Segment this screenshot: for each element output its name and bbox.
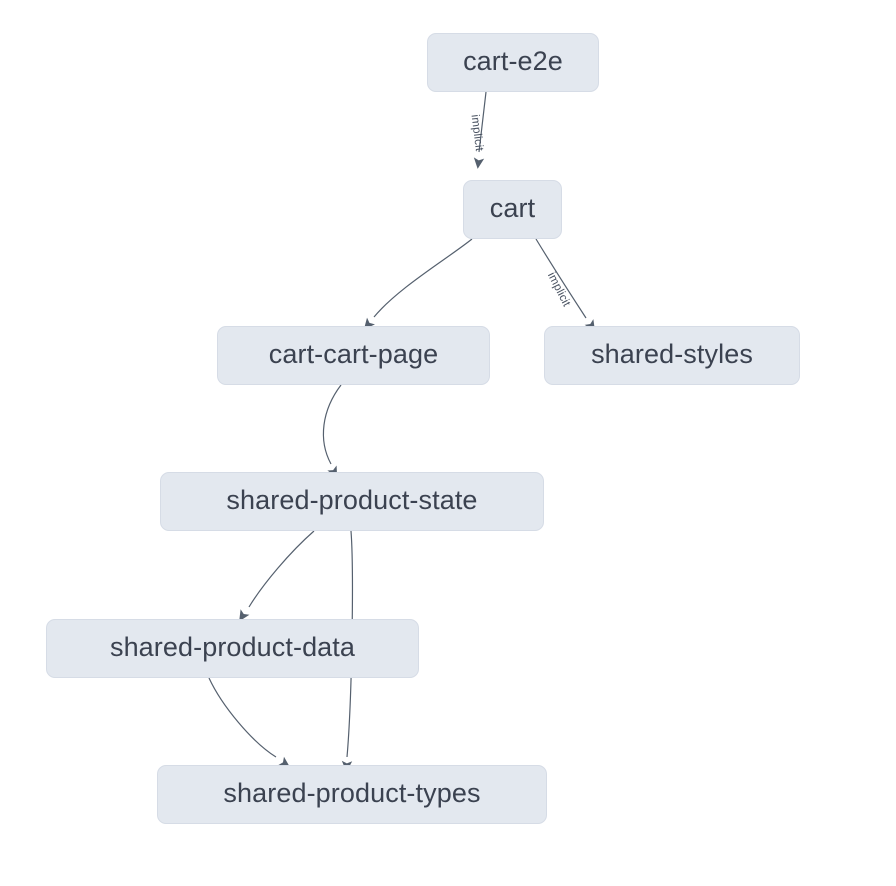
graph-node-shared-product-data[interactable]: shared-product-data [46,619,419,678]
edge-shared-product-state-to-shared-product-data [248,530,315,608]
edge-label-cart-to-shared-styles: implicit [544,270,573,309]
graph-node-label: shared-product-types [223,778,481,808]
graph-node-cart[interactable]: cart [463,180,562,239]
graph-node-label: shared-product-data [109,632,356,662]
edge-label-cart-e2e-to-cart: implicit [468,113,485,152]
graph-node-label: shared-product-state [226,485,478,515]
graph-node-label: cart [489,193,536,223]
edge-arrowhead [473,157,485,169]
edge-cart-cart-page-to-shared-product-state [322,384,342,465]
graph-node-shared-product-state[interactable]: shared-product-state [160,472,544,531]
graph-node-label: cart-e2e [463,46,563,76]
graph-node-shared-product-types[interactable]: shared-product-types [157,765,547,824]
edge-shared-product-data-to-shared-product-types [208,677,277,758]
graph-node-label: cart-cart-page [268,339,439,369]
graph-node-cart-cart-page[interactable]: cart-cart-page [217,326,490,385]
edge-cart-to-cart-cart-page [373,238,473,318]
graph-node-cart-e2e[interactable]: cart-e2e [427,33,599,92]
graph-node-shared-styles[interactable]: shared-styles [544,326,800,385]
graph-node-label: shared-styles [591,339,753,369]
